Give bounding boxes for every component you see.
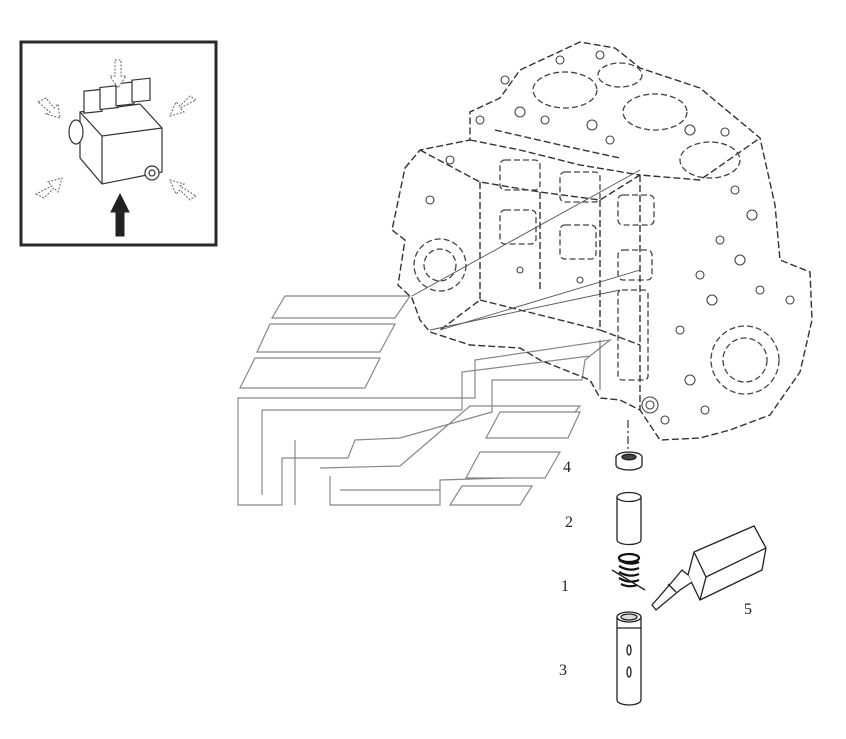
leader-lines (411, 169, 641, 390)
inset-arrows (34, 59, 197, 201)
sealant-tube-part (651, 525, 767, 611)
callout-5: 5 (744, 601, 752, 618)
engine-block-holes (425, 50, 795, 425)
chevron-arrow-graphic (237, 295, 613, 506)
plunger-part (616, 491, 642, 546)
callout-4: 4 (563, 459, 571, 476)
engine-block-outline (391, 41, 813, 441)
callout-labels: 4 2 1 5 3 (559, 459, 752, 679)
valve-body-part (616, 611, 642, 706)
seal-ring-part (615, 451, 643, 471)
inset-up-arrow-icon (110, 192, 130, 237)
callout-2: 2 (565, 514, 573, 531)
callout-3: 3 (559, 662, 567, 679)
callout-1: 1 (561, 578, 569, 595)
inset-engine-block-icon (68, 77, 163, 185)
spring-part (611, 552, 646, 591)
orientation-inset (19, 40, 218, 247)
engine-block-bores (413, 62, 780, 395)
